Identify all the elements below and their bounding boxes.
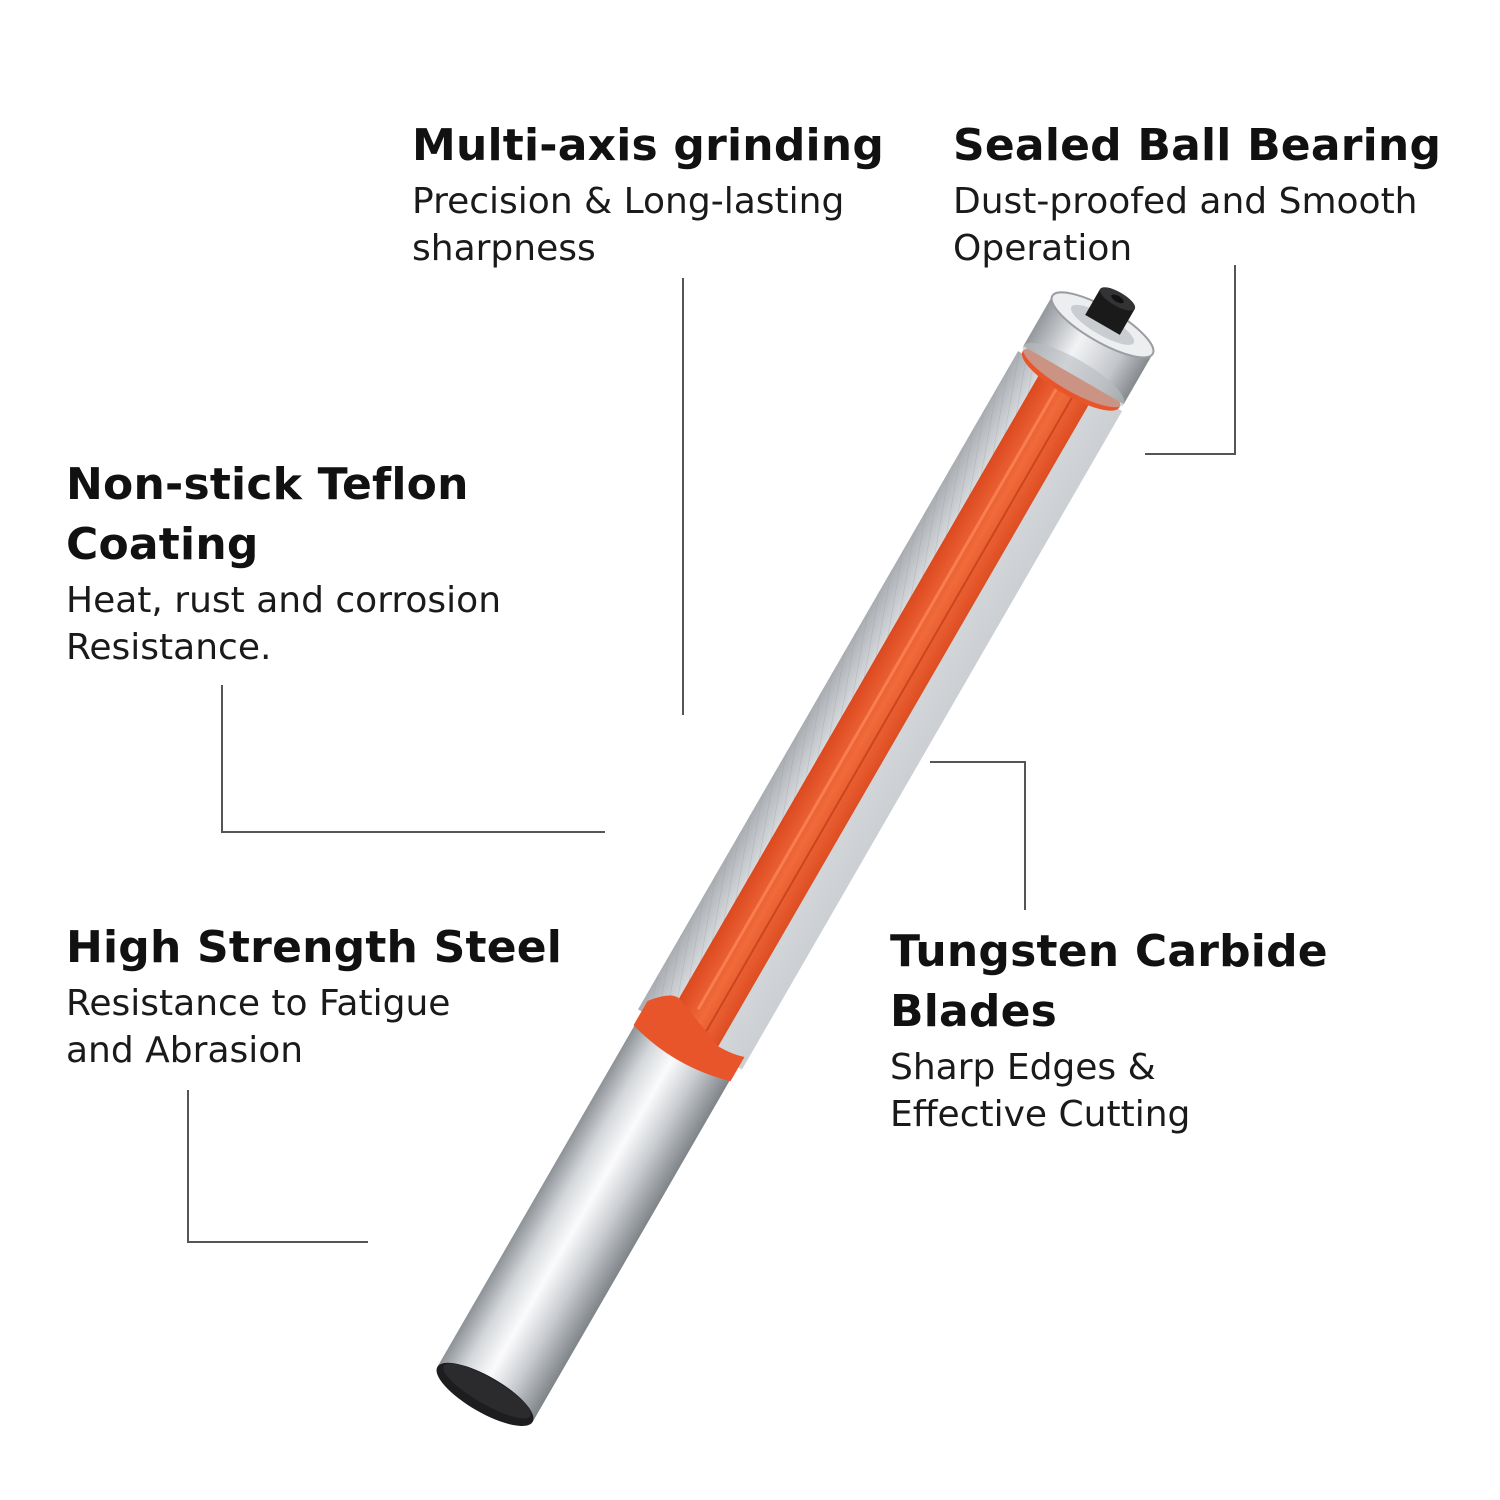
feature-title-line: Coating — [66, 519, 259, 570]
teflon-flute — [679, 361, 1097, 1047]
feature-description-line: Operation — [953, 228, 1133, 269]
feature-description-line: Precision & Long-lasting — [412, 181, 845, 222]
leader-line-carbide — [930, 761, 1026, 910]
feature-description-line: and Abrasion — [66, 1030, 304, 1071]
leader-line-steel — [187, 1090, 368, 1243]
shank — [436, 1003, 743, 1427]
feature-description-line: Dust-proofed and Smooth — [953, 181, 1418, 222]
coating-collar — [633, 995, 745, 1082]
feature-multi-axis-grinding: Multi-axis grinding Precision & Long-las… — [412, 116, 892, 272]
bearing — [1021, 287, 1155, 411]
feature-title-line: Blades — [890, 986, 1058, 1037]
feature-title: Sealed Ball Bearing — [953, 120, 1442, 171]
carbide-blade-right — [705, 390, 1122, 1070]
feature-tungsten-carbide: Tungsten Carbide Blades Sharp Edges & Ef… — [890, 922, 1370, 1138]
feature-teflon-coating: Non-stick Teflon Coating Heat, rust and … — [66, 455, 546, 671]
feature-description-line: Effective Cutting — [890, 1094, 1191, 1135]
bearing-nut — [1085, 288, 1135, 335]
leader-line-bearing — [1145, 265, 1236, 455]
feature-description-line: sharpness — [412, 228, 596, 269]
feature-description: Sharp Edges & Effective Cutting — [890, 1044, 1370, 1138]
feature-title: Non-stick Teflon Coating — [66, 455, 546, 575]
feature-description: Resistance to Fatigue and Abrasion — [66, 980, 586, 1074]
feature-title-line: Non-stick Teflon — [66, 459, 469, 510]
feature-description: Precision & Long-lasting sharpness — [412, 178, 892, 272]
leader-line-teflon — [221, 685, 605, 833]
feature-description-line: Heat, rust and corrosion — [66, 580, 502, 621]
leader-lines — [187, 265, 1236, 1243]
feature-high-strength-steel: High Strength Steel Resistance to Fatigu… — [66, 918, 586, 1074]
feature-description: Heat, rust and corrosion Resistance. — [66, 577, 546, 671]
feature-sealed-ball-bearing: Sealed Ball Bearing Dust-proofed and Smo… — [953, 116, 1473, 272]
feature-title: Multi-axis grinding — [412, 120, 885, 171]
feature-description: Dust-proofed and Smooth Operation — [953, 178, 1473, 272]
feature-title-line: Tungsten Carbide — [890, 926, 1328, 977]
feature-description-line: Resistance. — [66, 627, 272, 668]
cutter-body — [633, 351, 1122, 1082]
router-bit — [436, 287, 1155, 1427]
feature-description-line: Resistance to Fatigue — [66, 983, 451, 1024]
feature-description-line: Sharp Edges & — [890, 1047, 1156, 1088]
feature-title: Tungsten Carbide Blades — [890, 922, 1370, 1042]
feature-title: High Strength Steel — [66, 922, 563, 973]
